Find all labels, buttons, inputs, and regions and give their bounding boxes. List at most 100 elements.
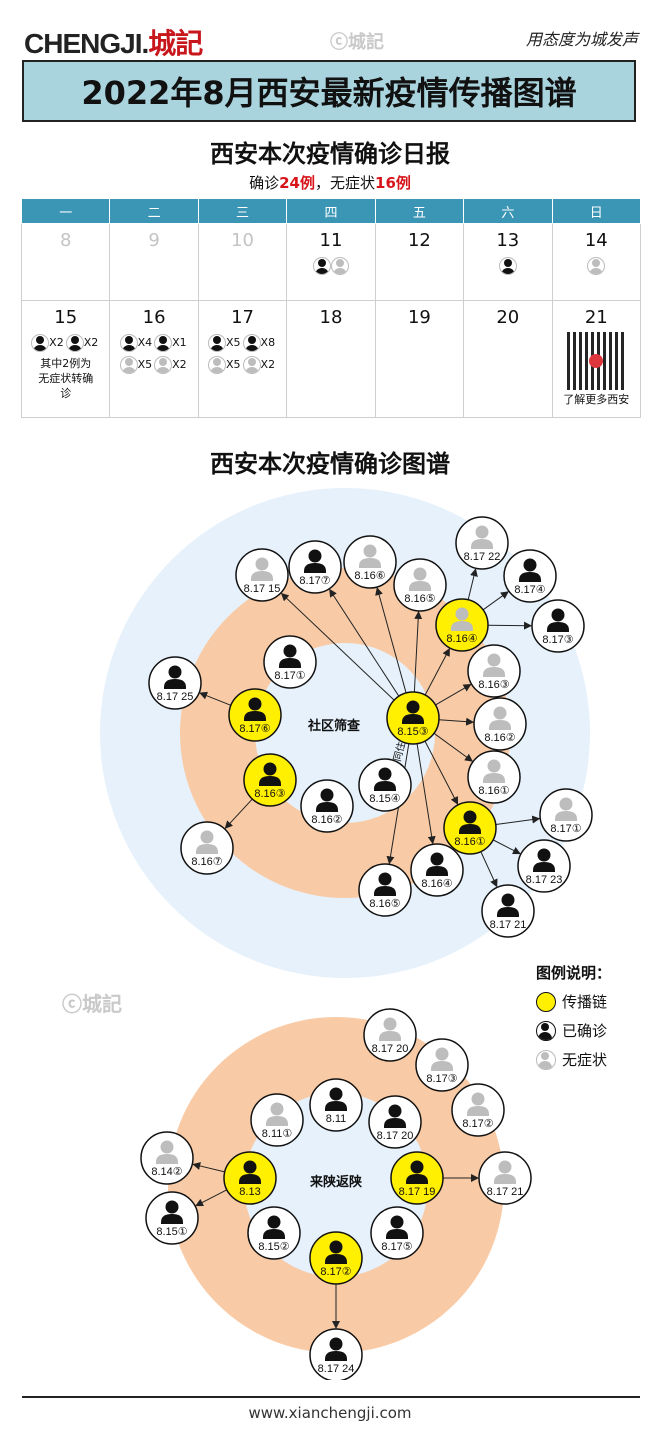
case-label: 8.17①	[274, 670, 305, 682]
confirmed-person-icon	[501, 893, 515, 907]
case-label: 8.14②	[151, 1166, 182, 1178]
day-number: 14	[584, 230, 608, 251]
transmission-arrow	[438, 717, 475, 726]
transmission-arrow	[424, 648, 450, 696]
asymptomatic-person-icon	[455, 607, 469, 621]
transmission-arrow	[492, 839, 521, 855]
weekday-7: 日	[551, 198, 642, 224]
case-node: 8.16①	[467, 750, 521, 804]
chain-dot	[536, 991, 556, 1012]
case-node: 8.15③	[386, 691, 440, 745]
confirmed-person-icon	[31, 334, 50, 352]
day-cell-11: 11	[286, 223, 376, 301]
confirmed-person-icon	[410, 1160, 424, 1174]
case-label: 8.13	[239, 1186, 260, 1198]
transmission-arrow	[199, 691, 232, 706]
slogan: 用态度为城发声	[525, 30, 638, 49]
day-number: 10	[231, 230, 254, 251]
transmission-arrow	[416, 743, 436, 845]
weekday-2: 二	[109, 198, 199, 224]
footer-url[interactable]: www.xianchengji.com	[248, 1404, 412, 1422]
graph-title: 西安本次疫情确诊图谱	[210, 449, 450, 478]
case-label: 8.17 20	[372, 1043, 409, 1055]
case-count: X5	[226, 336, 241, 349]
day-number: 9	[148, 230, 160, 251]
case-node: 8.17①	[263, 635, 317, 689]
case-label: 8.17⑤	[381, 1241, 412, 1253]
case-node: 8.17 21	[481, 884, 535, 938]
day-cell-19: 19	[374, 300, 465, 418]
transmission-arrow	[482, 591, 509, 611]
asymptomatic-person-icon	[363, 544, 377, 558]
case-node: 8.17 19	[390, 1151, 444, 1205]
day-number: 8	[59, 230, 72, 251]
case-node: 8.16②	[473, 697, 527, 751]
asymptomatic-person-icon	[160, 1140, 174, 1154]
case-node: 8.16①	[443, 801, 497, 855]
confirmed-person-icon	[65, 334, 84, 352]
case-node: 8.15④	[358, 758, 412, 812]
case-node: 8.17 15	[235, 548, 289, 602]
case-label: 8.16①	[454, 836, 485, 848]
case-node: 8.17 21	[478, 1151, 532, 1205]
transmission-arrow	[413, 610, 423, 693]
case-label: 8.17③	[542, 634, 573, 646]
case-node: 8.16③	[243, 753, 297, 807]
confirmed-person-icon	[378, 872, 392, 886]
transmission-arrow	[435, 684, 472, 706]
case-node: 8.15①	[145, 1191, 199, 1245]
case-label: 8.16③	[254, 788, 285, 800]
day-number: 16	[142, 307, 166, 328]
legend-title: 图例说明：	[536, 964, 612, 982]
confirmed-person-icon	[329, 1087, 343, 1101]
confirmed-person-icon	[536, 1020, 556, 1041]
case-label: 8.17②	[462, 1118, 493, 1130]
cluster1-label: 社区筛查	[307, 718, 361, 734]
case-label: 8.17 24	[318, 1363, 355, 1375]
asymptomatic-person-icon	[498, 1160, 512, 1174]
asymptomatic-person-icon	[383, 1017, 397, 1031]
case-count: X4	[137, 336, 153, 349]
confirmed-person-icon	[308, 549, 322, 563]
transmission-arrow	[424, 740, 459, 805]
confirmed-person-icon	[208, 334, 226, 352]
asymptomatic-person-icon	[559, 797, 573, 811]
confirmed-person-icon	[388, 1104, 402, 1118]
case-label: 8.17 15	[244, 583, 281, 595]
case-label: 8.17 19	[399, 1186, 436, 1198]
confirmed-person-icon	[154, 334, 173, 352]
case-label: 8.11	[326, 1113, 347, 1125]
weekday-3: 三	[197, 198, 288, 224]
case-node: 8.17 25	[148, 656, 202, 710]
report-title: 西安本次疫情确诊日报	[210, 139, 450, 168]
case-node: 8.17 24	[309, 1328, 363, 1380]
day-number: 12	[407, 230, 431, 251]
case-node: 8.16②	[300, 779, 354, 833]
case-node: 8.16⑥	[343, 535, 397, 589]
confirmed-person-icon	[248, 697, 262, 711]
day-number: 13	[496, 230, 520, 251]
confirmed-person-icon	[242, 334, 261, 352]
brand-name: CHENGJI.	[24, 28, 149, 59]
case-node: 8.17⑦	[288, 540, 342, 594]
case-label: 8.17 20	[377, 1130, 414, 1142]
day-cell-13: 13	[463, 223, 553, 301]
cluster2-label: 来陕返陕	[309, 1174, 363, 1190]
case-node: 8.16⑤	[358, 863, 412, 917]
day-number: 21	[584, 307, 608, 328]
case-label: 8.15③	[397, 726, 428, 738]
confirmed-person-icon	[551, 608, 565, 622]
qr-code[interactable]	[567, 332, 626, 390]
transmission-arrow	[375, 587, 407, 694]
asymptomatic-person-icon	[330, 257, 349, 275]
case-label: 8.16③	[478, 679, 509, 691]
case-node: 8.17④	[503, 549, 557, 603]
case-node: 8.17③	[531, 599, 585, 653]
case-label: 8.16⑦	[191, 856, 222, 868]
case-label: 8.16⑤	[404, 593, 435, 605]
case-label: 8.17①	[550, 823, 581, 835]
transmission-arrow	[329, 588, 400, 697]
